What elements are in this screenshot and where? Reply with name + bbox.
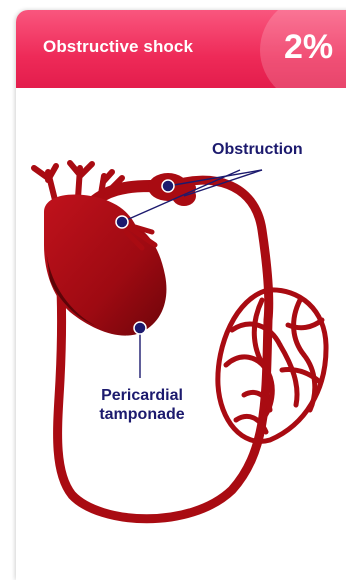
obstruction-label: Obstruction [212, 140, 303, 159]
obstruction-marker-pulmonary [116, 216, 128, 228]
pericardial-tamponade-label: Pericardial tamponade [90, 386, 194, 424]
great-vessels [34, 163, 122, 200]
obstruction-marker-aorta [162, 180, 174, 192]
pericardial-label-line2: tamponade [90, 405, 194, 424]
tamponade-marker [134, 322, 146, 334]
pericardial-label-line1: Pericardial [90, 386, 194, 405]
circulation-diagram [0, 0, 346, 565]
